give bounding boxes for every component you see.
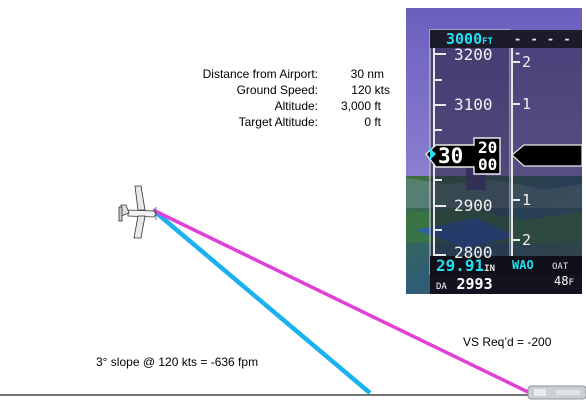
waypoint-label: WAO [512, 258, 534, 272]
tape-label-2900: 2900 [454, 196, 493, 215]
vsi-scale-upper-2: 2 [522, 53, 532, 71]
tape-label-2800: 2800 [454, 243, 493, 262]
current-altitude-roll-top: 20 [478, 138, 498, 157]
pfd-altitude-tape: 3000FT - - - - - 3200 3100 2900 2800 30 … [406, 8, 582, 294]
current-altitude-major: 30 [438, 144, 464, 168]
airplane-icon [118, 185, 157, 239]
selected-altitude-unit: FT [482, 37, 493, 47]
baro-value: 29.91 [436, 256, 485, 275]
vsi-scale-upper-1: 1 [522, 95, 532, 113]
current-altitude-roll-bottom: 00 [478, 155, 498, 174]
oat-label: OAT [552, 262, 569, 272]
target-altitude-value: 0 ft [364, 115, 381, 129]
tape-label-3100: 3100 [454, 95, 493, 114]
vsi-scale-lower-2: 2 [522, 231, 532, 249]
groundspeed-value: 120 kts [351, 83, 390, 97]
distance-value: 30 nm [350, 67, 384, 81]
vs-required-caption: VS Req’d = -200 [463, 335, 552, 349]
target-altitude-label: Target Altitude: [238, 115, 318, 129]
tape-label-3200: 3200 [454, 45, 493, 64]
vsi-selected-dashes: - - - - - [514, 32, 572, 60]
altitude-value: 3,000 ft [340, 99, 381, 113]
oat-unit: F [568, 278, 574, 288]
slope-caption: 3° slope @ 120 kts = -636 fpm [96, 355, 259, 369]
da-value: 2993 [456, 275, 493, 293]
runway-icon [527, 385, 586, 400]
flight-info: Distance from Airport: 30 nm Ground Spee… [0, 66, 586, 136]
selected-altitude-value: 3000 [446, 30, 483, 48]
distance-label: Distance from Airport: [202, 67, 318, 81]
selected-altitude: 3000FT [446, 30, 493, 51]
da-label: DA [436, 282, 447, 292]
glideslope-line [151, 208, 372, 395]
vsi-scale-lower-1: 1 [522, 191, 532, 209]
da-readout: DA 2993 [436, 275, 493, 294]
altitude-label: Altitude: [274, 99, 318, 113]
baro-setting: 29.91IN [436, 256, 495, 279]
oat-value: 48 [554, 274, 569, 288]
baro-unit: IN [484, 264, 496, 274]
required-path-line [152, 208, 531, 395]
groundspeed-label: Ground Speed: [236, 83, 318, 97]
oat-readout: 48F [554, 274, 574, 288]
